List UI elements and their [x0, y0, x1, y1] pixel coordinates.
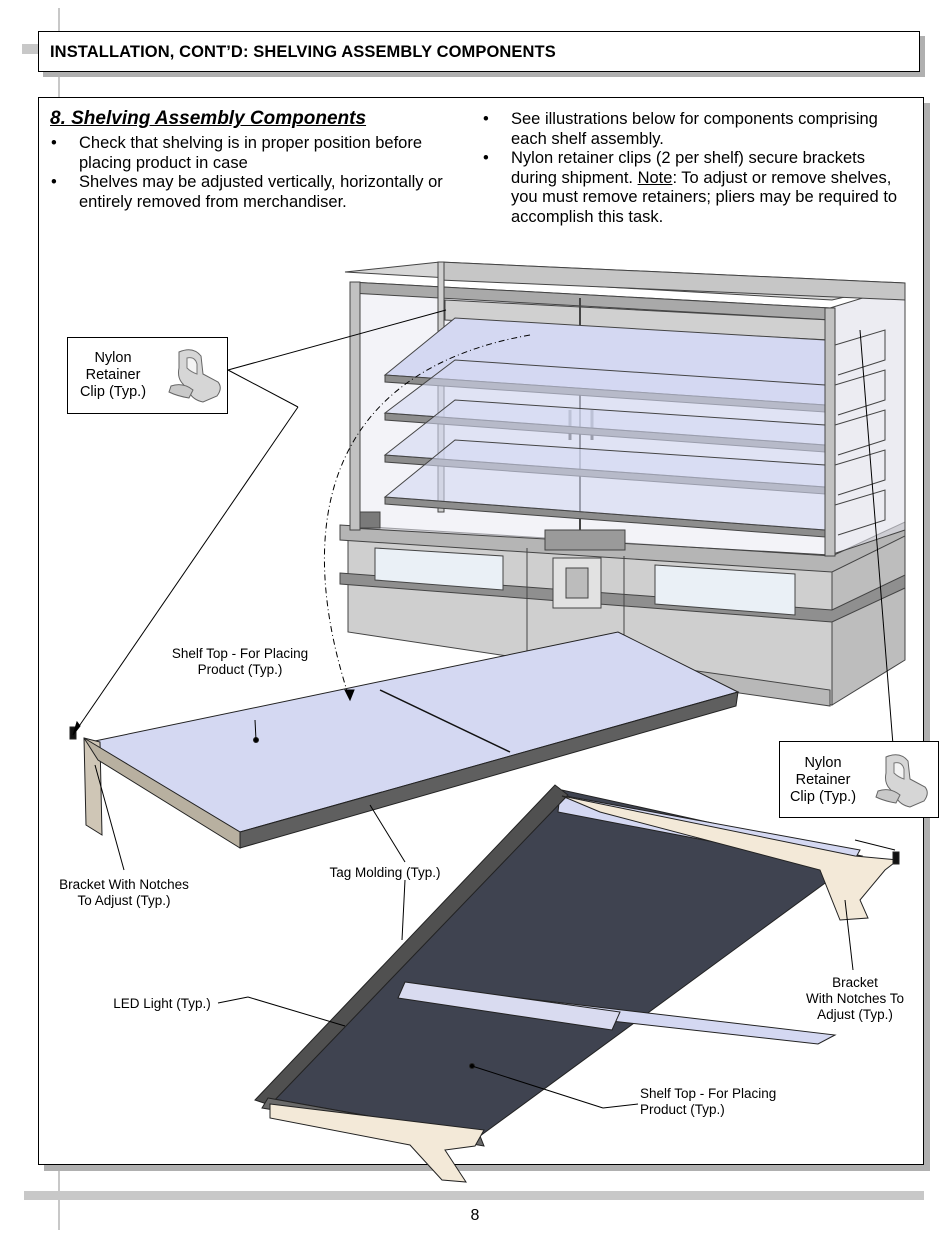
label-bracket-right: Bracket With Notches To Adjust (Typ.)	[790, 975, 920, 1023]
bullet-text: Nylon retainer clips (2 per shelf) secur…	[511, 149, 865, 187]
header-accent	[22, 44, 40, 54]
label-bracket-left: Bracket With Notches To Adjust (Typ.)	[40, 877, 208, 909]
label-line: Shelf Top - For Placing	[640, 1086, 777, 1101]
label-line: Product (Typ.)	[197, 662, 283, 677]
clip-callout-right: Nylon Retainer Clip (Typ.)	[779, 741, 939, 818]
label-line: Shelf Top - For Placing	[171, 646, 309, 661]
label-shelf-top-upper: Shelf Top - For Placing Product (Typ.)	[150, 646, 330, 678]
callout-line: Clip (Typ.)	[79, 384, 147, 400]
bullet-item: Nylon retainer clips (2 per shelf) secur…	[482, 149, 912, 227]
label-line: Adjust (Typ.)	[817, 1007, 893, 1022]
callout-line: Nylon	[804, 755, 842, 771]
section-title: 8. Shelving Assembly Components	[50, 108, 367, 129]
label-led-light: LED Light (Typ.)	[113, 996, 211, 1011]
callout-line: Retainer	[85, 367, 141, 383]
bullet-item: Check that shelving is in proper positio…	[50, 134, 462, 173]
nylon-clip-icon	[168, 349, 221, 403]
bullet-text: : To adjust or remove shelves, you must …	[511, 168, 898, 226]
callout-line: Clip (Typ.)	[789, 789, 857, 805]
page-title: INSTALLATION, CONT’D: SHELVING ASSEMBLY …	[50, 43, 556, 61]
label-line: With Notches To	[805, 991, 905, 1006]
label-line: Product (Typ.)	[640, 1102, 725, 1117]
leader-lines	[72, 309, 896, 1109]
right-bullet-list: See illustrations below for components c…	[482, 110, 912, 227]
upper-shelf	[69, 631, 740, 849]
lower-shelf	[254, 784, 900, 1183]
label-line: Bracket With Notches	[59, 877, 189, 892]
left-bullet-list: Check that shelving is in proper positio…	[50, 134, 462, 212]
nylon-clip-icon	[875, 754, 928, 808]
label-line: Bracket	[832, 975, 878, 990]
footer-rule	[24, 1191, 924, 1200]
page-number: 8	[470, 1207, 480, 1224]
clip-callout-left: Nylon Retainer Clip (Typ.)	[67, 337, 228, 414]
label-shelf-top-lower: Shelf Top - For Placing Product (Typ.)	[640, 1086, 802, 1118]
label-tag-molding: Tag Molding (Typ.)	[329, 865, 441, 880]
callout-line: Retainer	[795, 772, 851, 788]
bullet-item: Shelves may be adjusted vertically, hori…	[50, 173, 462, 212]
note-label: Note	[637, 168, 673, 187]
label-line: To Adjust (Typ.)	[77, 893, 171, 908]
callout-line: Nylon	[94, 350, 132, 366]
bullet-item: See illustrations below for components c…	[482, 110, 912, 149]
page-header: INSTALLATION, CONT’D: SHELVING ASSEMBLY …	[38, 31, 920, 72]
